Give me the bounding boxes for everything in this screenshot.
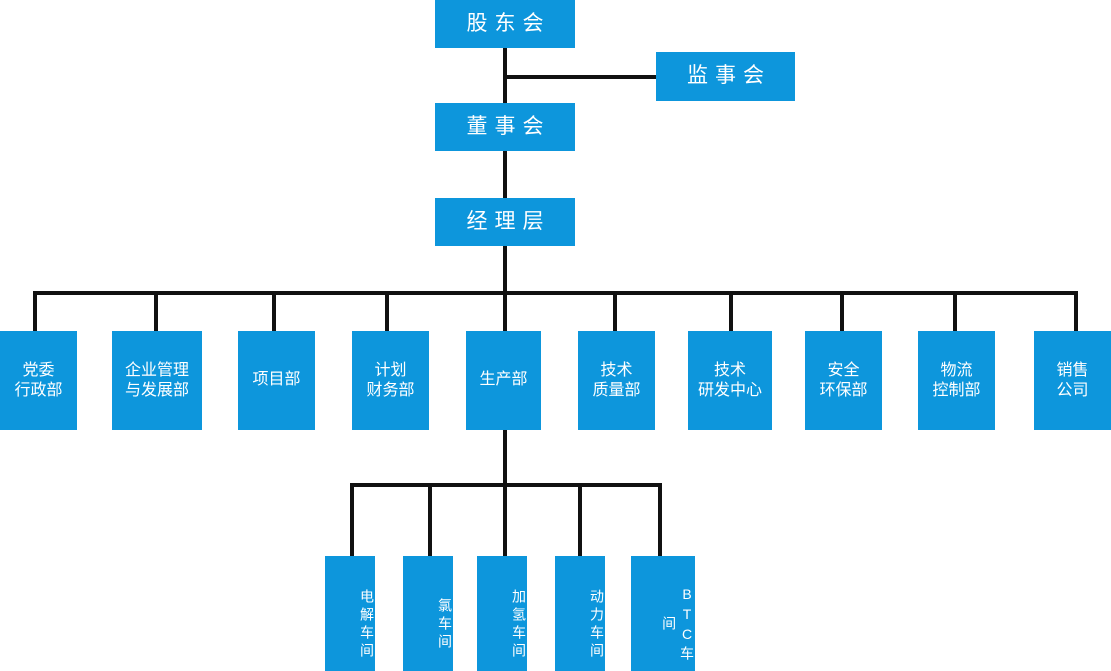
- node-department-party-admin[interactable]: 党委 行政部: [0, 331, 77, 430]
- node-workshop-btc[interactable]: BTC车间: [631, 556, 695, 671]
- connector-workshop-4: [658, 483, 662, 558]
- node-department-safety-environment[interactable]: 安全 环保部: [805, 331, 882, 430]
- connector-dept-8: [953, 291, 957, 333]
- node-workshop-electrolysis[interactable]: 电解车间: [325, 556, 375, 671]
- node-department-sales-company[interactable]: 销售 公司: [1034, 331, 1111, 430]
- node-department-project[interactable]: 项目部: [238, 331, 315, 430]
- connector-dept-2: [272, 291, 276, 333]
- node-department-production[interactable]: 生产部: [466, 331, 541, 430]
- department-bus: [33, 291, 1078, 295]
- connector-dept-0: [33, 291, 37, 333]
- connector-dept-1: [154, 291, 158, 333]
- connector-workshop-2: [503, 483, 507, 558]
- node-workshop-chlorine[interactable]: 氯车间: [403, 556, 453, 671]
- connector-workshop-0: [350, 483, 354, 558]
- connector-workshop-1: [428, 483, 432, 558]
- connector-workshop-3: [578, 483, 582, 558]
- node-department-planning-finance[interactable]: 计划 财务部: [352, 331, 429, 430]
- node-department-logistics-control[interactable]: 物流 控制部: [918, 331, 995, 430]
- connector-dept-3: [385, 291, 389, 333]
- node-supervisors[interactable]: 监事会: [656, 52, 795, 101]
- node-department-technical-quality[interactable]: 技术 质量部: [578, 331, 655, 430]
- node-workshop-hydrogenation[interactable]: 加氢车间: [477, 556, 527, 671]
- node-board[interactable]: 董事会: [435, 103, 575, 151]
- node-department-enterprise-management[interactable]: 企业管理 与发展部: [112, 331, 202, 430]
- connector-production-to-workshop-bus: [503, 428, 507, 487]
- connector-dept-5: [613, 291, 617, 333]
- node-department-rnd-center[interactable]: 技术 研发中心: [688, 331, 772, 430]
- connector-dept-6: [729, 291, 733, 333]
- connector-management-to-bus: [503, 244, 507, 295]
- connector-board-to-supervisors: [503, 75, 658, 79]
- connector-dept-7: [840, 291, 844, 333]
- node-shareholders[interactable]: 股东会: [435, 0, 575, 48]
- connector-board-to-management: [503, 149, 507, 200]
- connector-dept-4: [503, 291, 507, 333]
- connector-dept-9: [1074, 291, 1078, 333]
- node-workshop-power[interactable]: 动力车间: [555, 556, 605, 671]
- node-management[interactable]: 经理层: [435, 198, 575, 246]
